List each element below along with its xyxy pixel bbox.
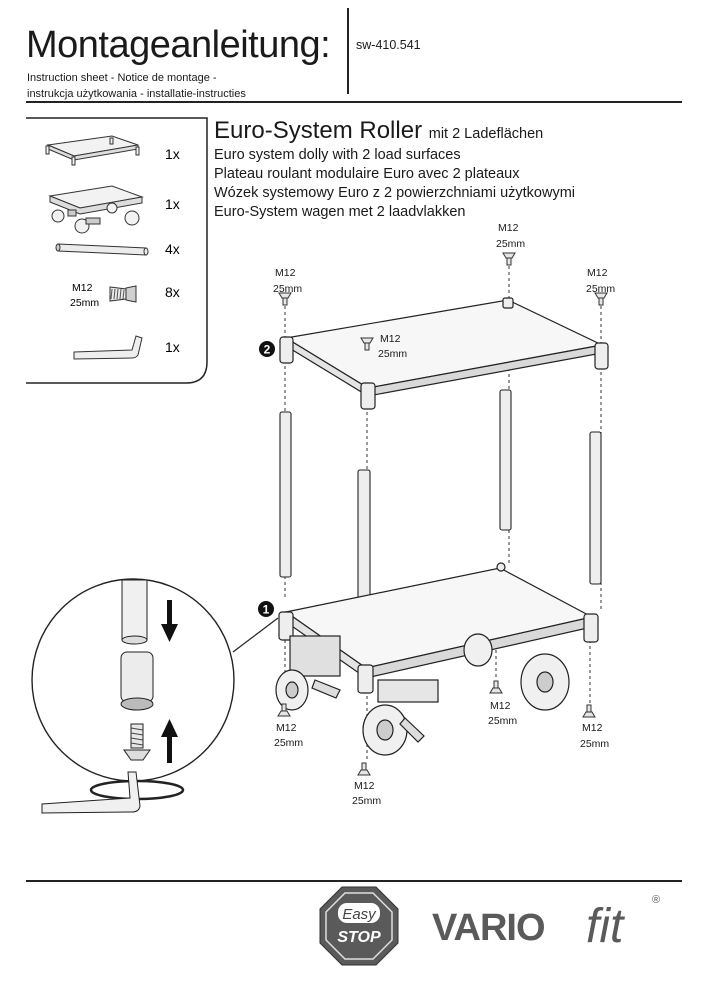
screw-label-length: 25mm — [496, 238, 525, 250]
subtitle-line-1: Instruction sheet - Notice de montage - — [27, 72, 217, 84]
variofit-logo: VARIO fit ® — [432, 894, 660, 953]
upper-load-surface — [279, 297, 609, 410]
product-name: Euro-System Roller — [214, 117, 423, 144]
parts-qty-dolly: 1x — [165, 196, 180, 212]
detail-callout — [31, 578, 279, 814]
product-translation-en: Euro system dolly with 2 load surfaces — [214, 147, 461, 163]
header-rule — [26, 101, 682, 103]
product-translation-pl: Wózek systemowy Euro z 2 powierzchniami … — [214, 185, 575, 201]
easystop-line-1: Easy — [342, 906, 377, 923]
upright-tubes — [279, 389, 602, 631]
screw-markers — [277, 252, 608, 776]
header-divider — [347, 8, 349, 94]
screw-label-length: 25mm — [586, 283, 615, 295]
parts-screw-length: 25mm — [70, 297, 99, 309]
plate-icon — [45, 135, 140, 166]
screw-label-size: M12 — [490, 700, 511, 712]
screw-label-size: M12 — [275, 267, 296, 279]
page-title: Montageanleitung: — [26, 24, 331, 66]
screw-label-size: M12 — [498, 222, 519, 234]
product-translation-fr: Plateau roulant modulaire Euro avec 2 pl… — [214, 166, 520, 182]
product-title: Euro-System Roller mit 2 Ladeflächen — [214, 117, 543, 145]
brand-main: VARIO — [432, 907, 545, 949]
screw-label-size: M12 — [354, 780, 375, 792]
dolly-icon — [48, 185, 144, 234]
parts-qty-plate: 1x — [165, 146, 180, 162]
screw-labels: M12 25mm M12 25mm M12 25mm M12 25mm M12 … — [273, 222, 615, 807]
parts-qty-screw: 8x — [165, 284, 180, 300]
parts-qty-hex-key: 1x — [165, 339, 180, 355]
brand-script: fit — [586, 900, 625, 953]
screw-label-size: M12 — [582, 722, 603, 734]
screw-label-length: 25mm — [580, 738, 609, 750]
screw-label-size: M12 — [276, 722, 297, 734]
step-number-2: 2 — [264, 343, 271, 357]
arrow-up-icon — [161, 719, 178, 763]
subtitle-line-2: instrukcja użytkowania - installatie-ins… — [27, 88, 246, 100]
easystop-logo: Easy STOP — [319, 886, 399, 966]
step-badge-2: 2 — [259, 341, 275, 357]
step-badge-1: 1 — [258, 601, 274, 617]
screw-label-length: 25mm — [488, 715, 517, 727]
product-translation-nl: Euro-System wagen met 2 laadvlakken — [214, 204, 466, 220]
screw-label-length: 25mm — [378, 348, 407, 360]
arrow-down-icon — [161, 600, 178, 642]
tube-icon — [55, 243, 149, 256]
lower-dolly — [275, 562, 599, 756]
screw-label-length: 25mm — [352, 795, 381, 807]
article-number: sw-410.541 — [356, 38, 421, 52]
parts-screw-size: M12 — [72, 282, 93, 294]
screw-icon — [109, 285, 137, 303]
screw-label-length: 25mm — [273, 283, 302, 295]
easystop-line-2: STOP — [337, 929, 381, 946]
step-number-1: 1 — [263, 603, 270, 617]
screw-label-size: M12 — [587, 267, 608, 279]
screw-label-length: 25mm — [274, 737, 303, 749]
brand-registered-mark: ® — [652, 894, 660, 906]
footer-rule — [26, 880, 682, 882]
parts-qty-tube: 4x — [165, 241, 180, 257]
hex-key-icon — [73, 335, 143, 360]
screw-label-size: M12 — [380, 333, 401, 345]
product-name-suffix: mit 2 Ladeflächen — [428, 126, 544, 142]
